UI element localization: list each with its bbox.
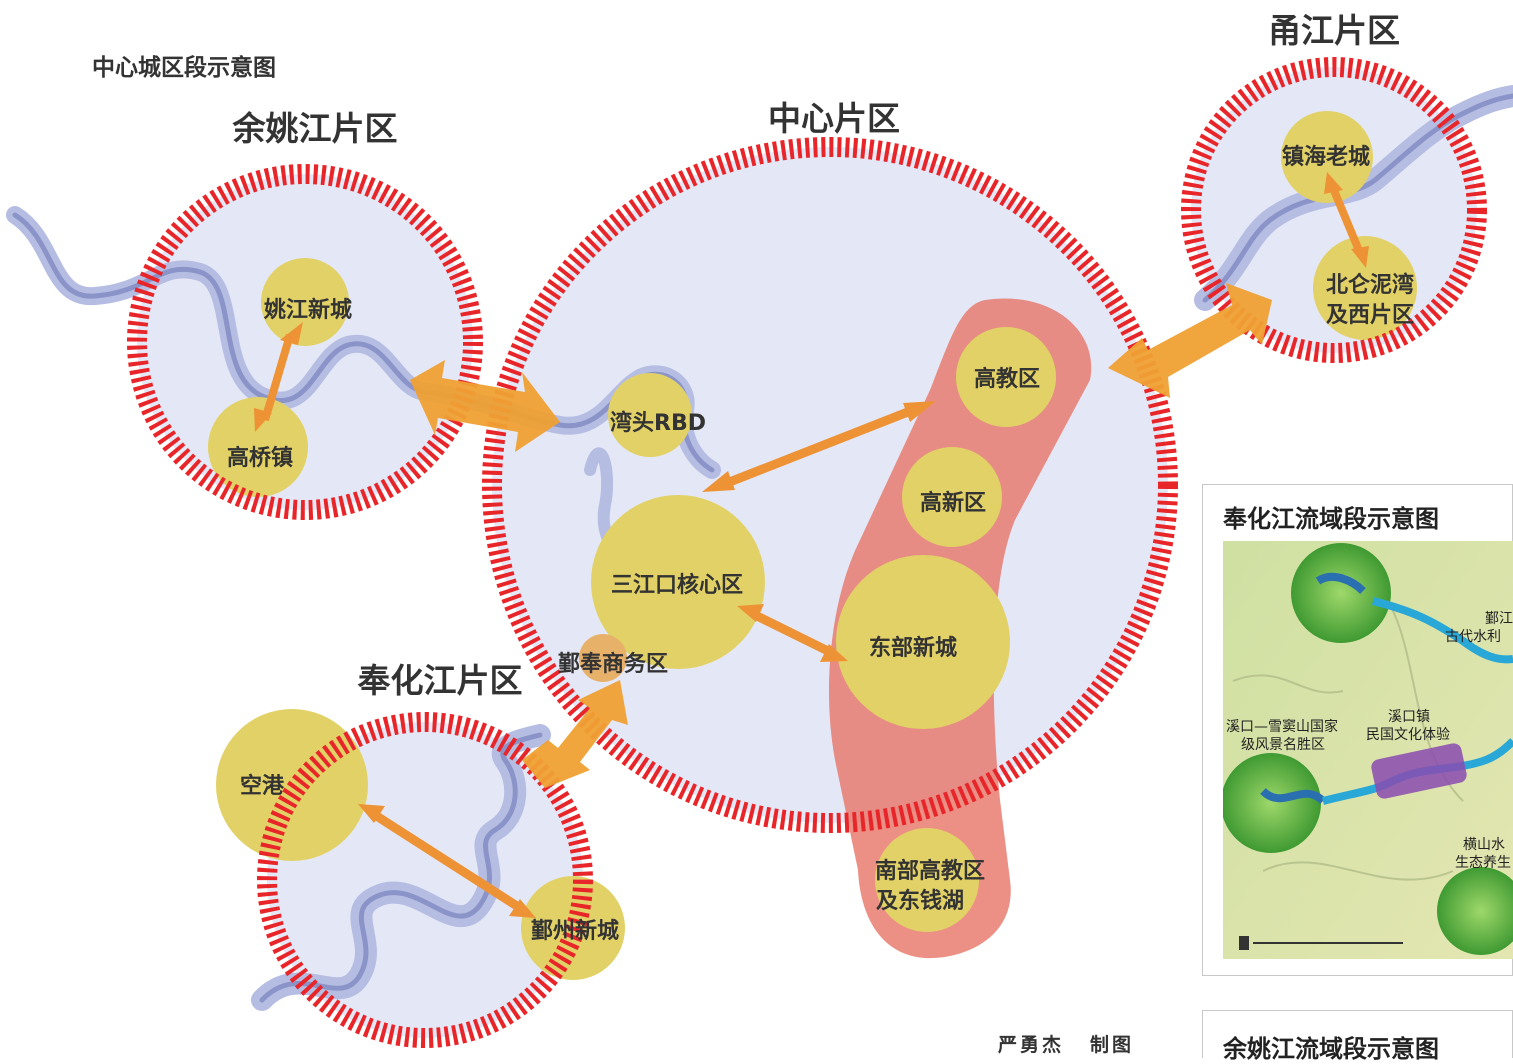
node-gaoqiao [208, 397, 308, 497]
inset-fenghua-map: 鄞江 古代水利 溪口镇 民国文化体验 溪口—雪窦山国家 级风景名胜区 横山水 生… [1223, 541, 1513, 959]
credit-author: 严勇杰 [998, 1034, 1065, 1056]
label-gaoxin: 高新区 [920, 490, 986, 516]
node-gaojiao [956, 327, 1056, 427]
connector-center-fenghua [522, 680, 628, 788]
fenghua-river-core [259, 732, 543, 1003]
arrow-head [280, 322, 303, 345]
arrow-head [737, 604, 764, 622]
inset-label: 民国文化体验 [1366, 727, 1450, 743]
inset-lake [1260, 572, 1366, 805]
label-gaojiao: 高教区 [974, 366, 1040, 392]
arrow-head [254, 408, 272, 432]
label-yinfeng: 鄞奉商务区 [558, 651, 668, 677]
inset-green-zone [1223, 753, 1321, 853]
inset-green-zone [1291, 543, 1391, 643]
yongjiang-ring [1181, 57, 1487, 363]
inset-yaojiang-title: 余姚江流域段示意图 [1223, 1035, 1439, 1063]
label-nanbu-gaojiao: 南部高教区 [875, 858, 985, 884]
label-yinzhou-xincheng: 鄞州新城 [531, 918, 619, 944]
credit-role: 制图 [1090, 1034, 1135, 1056]
node-dongbu-xincheng [836, 555, 1010, 729]
arrow-head [509, 899, 536, 918]
credit-line: 严勇杰 制图 [998, 1030, 1160, 1057]
fenghua-ring [257, 712, 593, 1048]
node-yaojiang-xincheng [261, 258, 349, 346]
arrow-yongjiang-shaft [1329, 186, 1364, 255]
inset-label: 横山水 [1463, 837, 1505, 853]
inset-label: 溪口镇 [1388, 709, 1430, 725]
arrow-yaojiang-shaft [261, 333, 294, 422]
node-wantou-rbd [608, 373, 692, 457]
label-zhenhai: 镇海老城 [1282, 144, 1370, 170]
inset-label: 溪口—雪窦山国家 [1226, 718, 1338, 735]
inset-fenghua-panel: 奉化江流域段示意图 鄞江 古代水利 溪口镇 民国文化体验 溪口—雪窦山国家 级风… [1202, 484, 1513, 976]
label-beilun: 北仑泥湾 [1326, 272, 1414, 298]
district-title-yongjiang: 甬江片区 [1268, 11, 1400, 50]
yaojiang-ring [127, 164, 483, 520]
district-title-center: 中心片区 [768, 99, 900, 138]
inset-north-arrow [1239, 936, 1249, 950]
arrow-head [903, 401, 936, 422]
inset-label: 生态养生 [1455, 855, 1511, 871]
inset-yaojiang-panel: 余姚江流域段示意图 [1202, 1010, 1513, 1063]
district-title-fenghua: 奉化江片区 [358, 661, 523, 700]
center-ring [482, 137, 1178, 833]
label-dongbu-xincheng: 东部新城 [869, 635, 957, 661]
arrow-head [358, 804, 385, 823]
node-zhenhai [1281, 111, 1373, 203]
inset-river [1372, 597, 1513, 664]
district-title-yaojiang: 余姚江片区 [232, 109, 398, 148]
connector-yaojiang-center [410, 360, 560, 452]
internal-arrows [254, 172, 1369, 918]
inset-culture-zone [1371, 743, 1467, 799]
district-connectors [410, 283, 1272, 788]
inset-green-zone [1437, 867, 1513, 955]
node-circles [208, 111, 1417, 980]
label-yaojiang-xincheng: 姚江新城 [263, 297, 352, 323]
arrow-dongbu-shaft [753, 610, 832, 657]
node-gaoxin [902, 447, 1002, 547]
node-beilun [1313, 236, 1417, 340]
arrow-gaojiao-shaft [720, 403, 920, 490]
arrow-head [702, 471, 735, 492]
label-xipian: 及西片区 [1326, 303, 1414, 328]
arrow-fenghua-shaft [372, 811, 523, 912]
label-wantou-rbd: 湾头RBD [610, 410, 706, 436]
node-sanjiangkou [591, 495, 765, 669]
node-yinfeng [579, 634, 627, 682]
arrow-head [1324, 172, 1343, 194]
label-dongqianhu: 及东钱湖 [876, 888, 964, 914]
inset-label: 级风景名胜区 [1241, 737, 1325, 753]
inset-label: 古代水利 [1445, 629, 1501, 645]
inset-label: 鄞江 [1485, 611, 1513, 627]
inset-fenghua-title: 奉化江流域段示意图 [1223, 505, 1439, 533]
arrow-head [820, 644, 848, 662]
main-title: 中心城区段示意图 [92, 54, 276, 81]
yongjiang-river-core [1202, 93, 1513, 303]
label-konggang: 空港 [240, 773, 285, 799]
connector-center-yongjiang [1108, 283, 1272, 398]
district-rings [127, 57, 1487, 1048]
label-sanjiangkou: 三江口核心区 [611, 572, 743, 598]
node-nanbu-gaojiao [875, 828, 979, 932]
label-gaoqiao: 高桥镇 [227, 445, 293, 471]
arrow-head [1351, 246, 1369, 268]
